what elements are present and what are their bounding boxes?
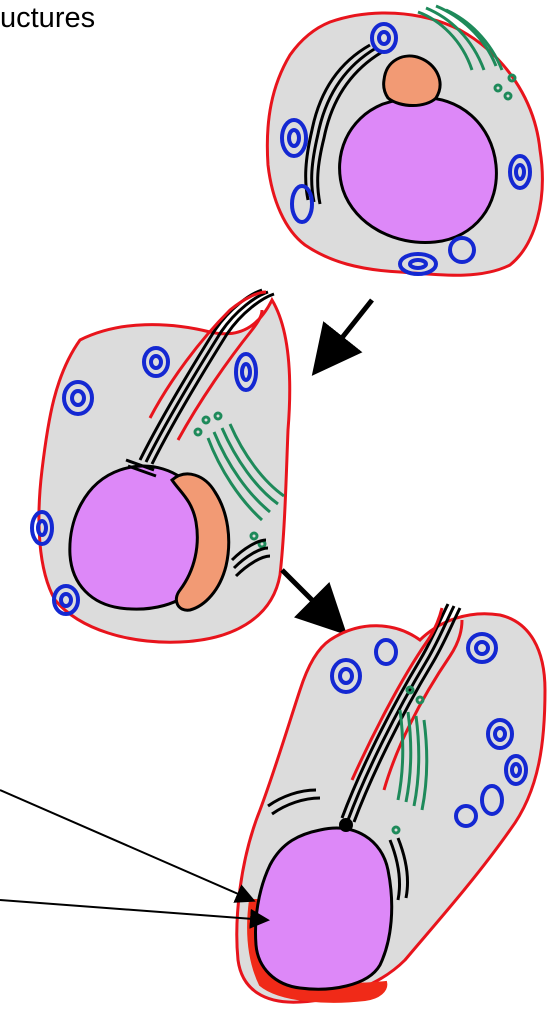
centriole: [339, 818, 353, 832]
cell-stage-2: [32, 290, 290, 642]
nucleus: [340, 98, 497, 243]
cell-stage-1: [267, 6, 542, 275]
leader-line-2: [0, 900, 266, 920]
arrow-2: [282, 570, 340, 628]
acrosome-vesicle: [384, 56, 440, 105]
leader-line-1: [0, 790, 252, 900]
arrow-1: [318, 300, 372, 368]
cell-stage-3: [237, 604, 545, 1002]
